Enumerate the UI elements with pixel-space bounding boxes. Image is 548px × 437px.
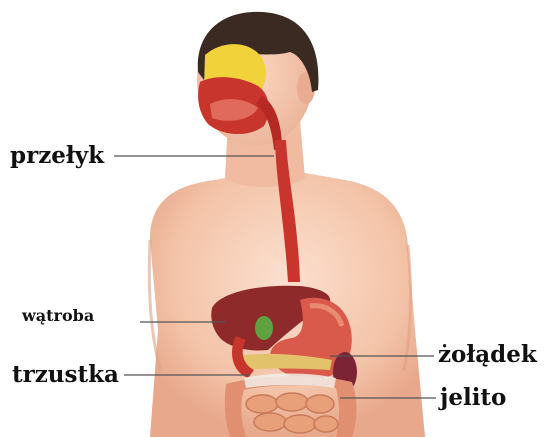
label-esophagus: przełyk (10, 144, 104, 167)
label-liver: wątroba (22, 308, 94, 324)
label-stomach: żołądek (438, 343, 537, 366)
gallbladder (255, 316, 273, 340)
label-intestine: jelito (440, 386, 506, 409)
label-pancreas: trzustka (12, 363, 119, 386)
